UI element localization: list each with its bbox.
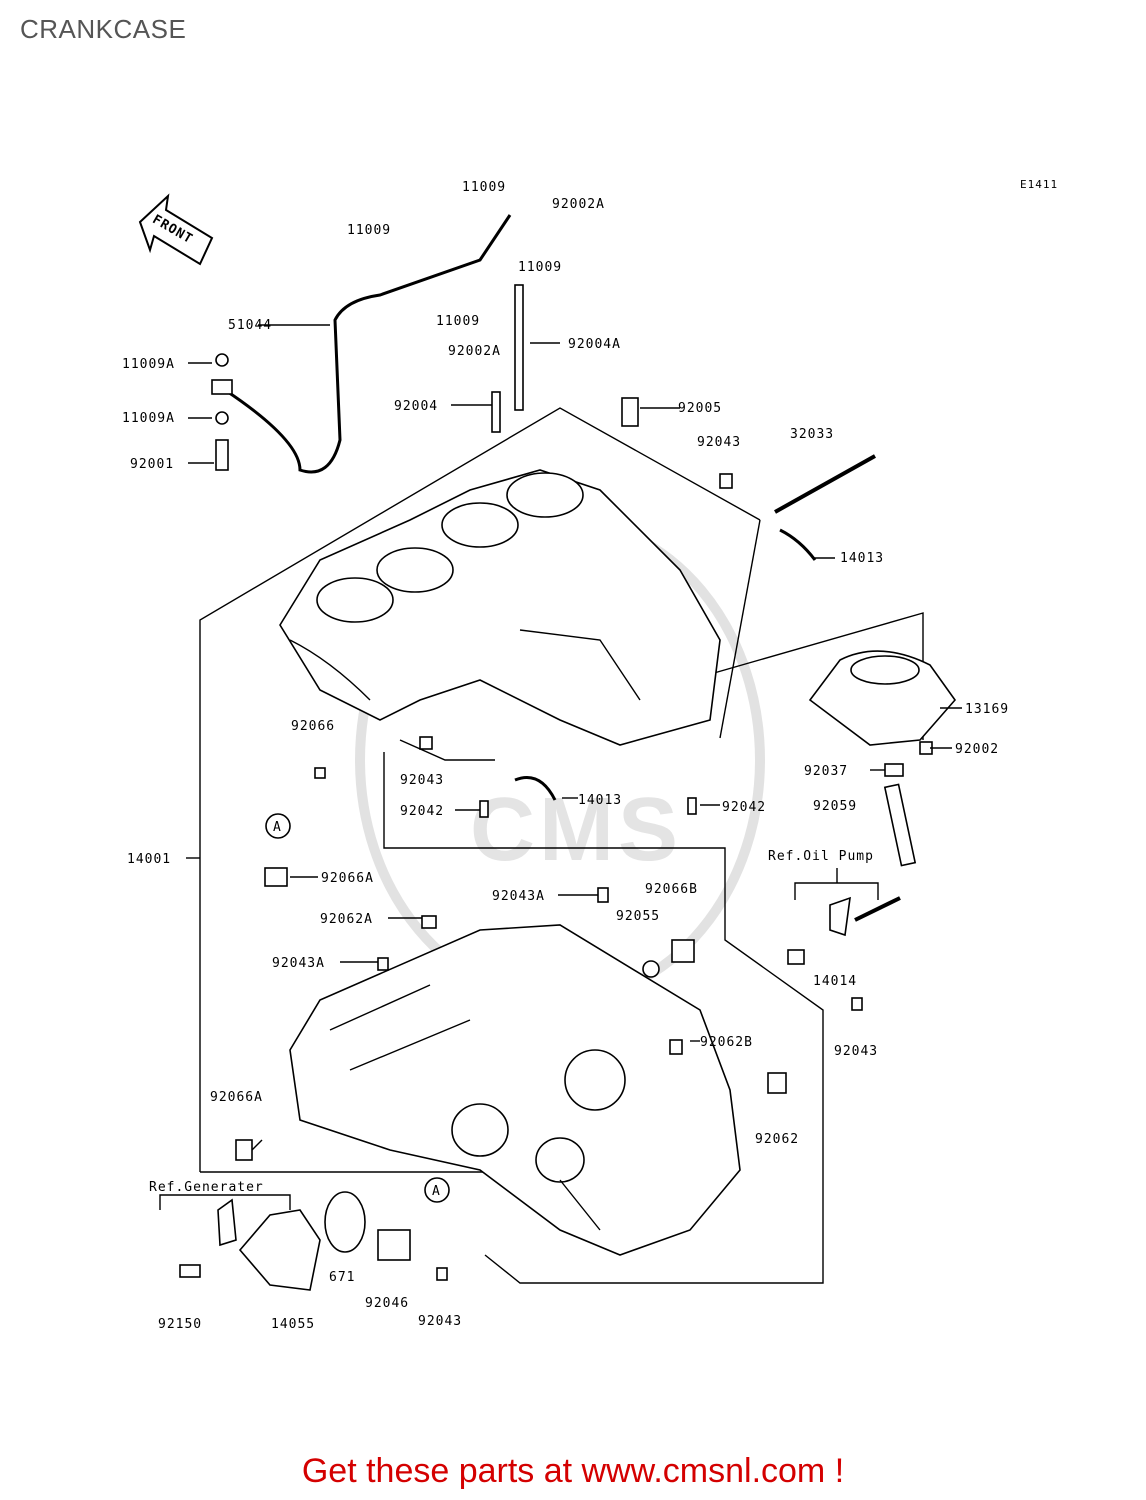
marker-a-label: A xyxy=(273,820,282,835)
part-label-92043: 92043 xyxy=(418,1314,462,1329)
front-arrow-icon: FRONT xyxy=(138,193,214,266)
part-label-11009: 11009 xyxy=(436,314,480,329)
part-label-92066B: 92066B xyxy=(645,882,698,897)
diagram-code: E1411 xyxy=(1020,178,1058,191)
upper-crankcase xyxy=(279,469,721,746)
part-label-92042: 92042 xyxy=(722,800,766,815)
part-label-11009: 11009 xyxy=(347,223,391,238)
part-label-92066A: 92066A xyxy=(321,871,374,886)
oil-hose-51044 xyxy=(211,214,512,474)
part-label-11009: 11009 xyxy=(462,180,506,195)
part-label-92043A: 92043A xyxy=(272,956,325,971)
part-label-92062B: 92062B xyxy=(700,1035,753,1050)
part-label-92043: 92043 xyxy=(834,1044,878,1059)
part-label-92055: 92055 xyxy=(616,909,660,924)
ref-oil-pump-bracket xyxy=(794,882,879,900)
part-label-14013: 14013 xyxy=(578,793,622,808)
part-label-11009A: 11009A xyxy=(122,357,175,372)
reference-marker-a-top: A xyxy=(265,813,291,839)
part-label-11009: 11009 xyxy=(518,260,562,275)
part-label-13169: 13169 xyxy=(965,702,1009,717)
part-label-92042: 92042 xyxy=(400,804,444,819)
part-label-92004: 92004 xyxy=(394,399,438,414)
part-label-671: 671 xyxy=(329,1270,355,1285)
part-label-14013: 14013 xyxy=(840,551,884,566)
part-labels: E1411 11009 92002A 11009 11009 51044 110… xyxy=(122,178,1058,1332)
page-title: CRANKCASE xyxy=(20,14,187,44)
part-label-92059: 92059 xyxy=(813,799,857,814)
part-label-92066: 92066 xyxy=(291,719,335,734)
part-label-92002A: 92002A xyxy=(552,197,605,212)
part-label-14014: 14014 xyxy=(813,974,857,989)
watermark-text: CMS xyxy=(470,780,682,880)
part-label-92001: 92001 xyxy=(130,457,174,472)
part-label-92062A: 92062A xyxy=(320,912,373,927)
ref-generater-bracket xyxy=(159,1194,291,1210)
part-label-32033: 32033 xyxy=(790,427,834,442)
ref-generater-label: Ref.Generater xyxy=(149,1180,264,1195)
part-label-92004A: 92004A xyxy=(568,337,621,352)
lower-crankcase xyxy=(289,924,741,1256)
footer-promo-link[interactable]: Get these parts at www.cmsnl.com ! xyxy=(301,1452,845,1490)
part-label-11009A: 11009A xyxy=(122,411,175,426)
part-label-92043: 92043 xyxy=(697,435,741,450)
part-label-92005: 92005 xyxy=(678,401,722,416)
leader-lines xyxy=(186,324,962,1151)
part-label-92062: 92062 xyxy=(755,1132,799,1147)
part-label-92046: 92046 xyxy=(365,1296,409,1311)
part-label-92002: 92002 xyxy=(955,742,999,757)
part-label-92043A: 92043A xyxy=(492,889,545,904)
small-parts xyxy=(179,284,957,1291)
part-label-14055: 14055 xyxy=(271,1317,315,1332)
ref-oil-pump-label: Ref.Oil Pump xyxy=(768,849,874,864)
part-label-92002A: 92002A xyxy=(448,344,501,359)
part-label-92066A: 92066A xyxy=(210,1090,263,1105)
part-label-92043: 92043 xyxy=(400,773,444,788)
reference-frame-lines xyxy=(199,407,924,1284)
part-label-14001: 14001 xyxy=(127,852,171,867)
part-label-92037: 92037 xyxy=(804,764,848,779)
marker-a-label: A xyxy=(432,1184,441,1199)
part-label-51044: 51044 xyxy=(228,318,272,333)
part-label-92150: 92150 xyxy=(158,1317,202,1332)
reference-marker-a-bottom: A xyxy=(424,1177,450,1203)
